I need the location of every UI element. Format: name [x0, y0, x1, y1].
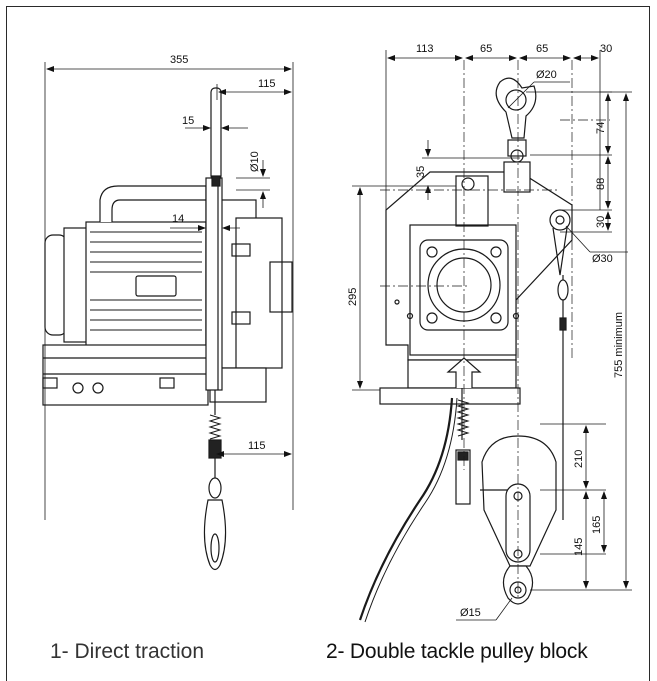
dim-65-b: 65: [536, 43, 548, 55]
dim-diameter-30: Ø30: [592, 253, 613, 265]
winch-side-view: [42, 87, 293, 571]
caption-direct-traction: 1- Direct traction: [50, 640, 205, 663]
dim-35: 35: [415, 166, 427, 178]
dim-diameter-10: Ø10: [249, 151, 261, 172]
dim-30-vertical: 30: [595, 216, 607, 228]
dim-65-a: 65: [480, 43, 492, 55]
dim-355: 355: [170, 54, 188, 66]
dim-115-top: 115: [258, 78, 276, 90]
dim-210: 210: [573, 450, 585, 468]
dim-115-bottom: 115: [248, 440, 266, 452]
dim-755-minimum: 755 minimum: [613, 312, 625, 378]
dim-30-top: 30: [600, 43, 612, 55]
dim-74: 74: [595, 122, 607, 134]
winch-front-view: [358, 77, 573, 623]
dim-145: 145: [573, 538, 585, 556]
dim-15: 15: [182, 115, 194, 127]
dim-165: 165: [591, 516, 603, 534]
dim-113: 113: [416, 43, 434, 55]
right-dimension-lines: [352, 50, 632, 621]
caption-double-tackle-pulley-block: 2- Double tackle pulley block: [326, 640, 588, 663]
dim-88: 88: [595, 178, 607, 190]
dim-14: 14: [172, 213, 184, 225]
left-dimension-lines: [44, 62, 294, 520]
dim-diameter-15: Ø15: [460, 607, 481, 619]
dim-295: 295: [347, 288, 359, 306]
dim-diameter-20: Ø20: [536, 69, 557, 81]
drawing-frame: [6, 6, 650, 681]
